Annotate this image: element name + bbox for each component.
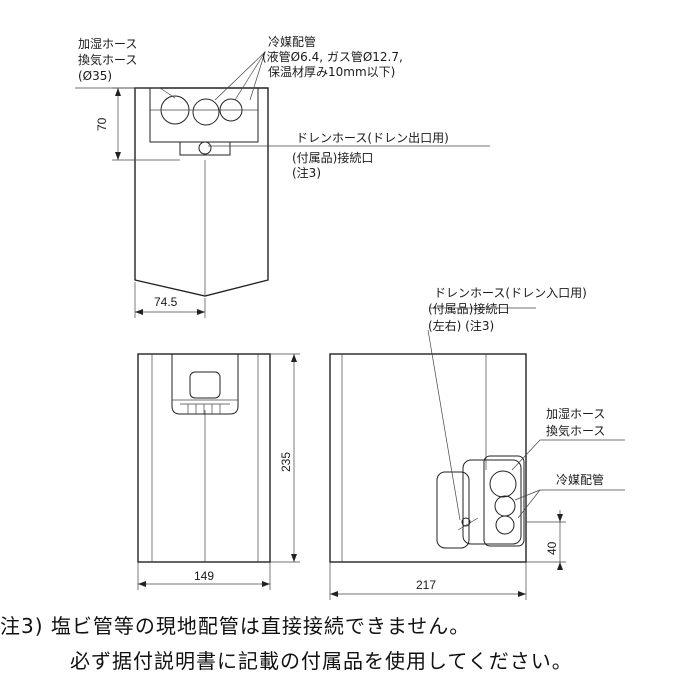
drain-in-label-1: ドレンホース(ドレン入口用) xyxy=(434,286,587,300)
side-refrigerant-port-1 xyxy=(494,495,516,517)
humid-hose-label-2: 換気ホース xyxy=(78,52,137,67)
dim-40: 40 xyxy=(545,541,559,555)
drain-in-label-3: (左右) (注3) xyxy=(428,318,494,333)
drain-out-port xyxy=(198,141,212,155)
side-view-outline xyxy=(329,353,527,563)
dim-70: 70 xyxy=(95,117,109,131)
dim-217: 217 xyxy=(416,578,436,592)
refrigerant-label-2: (液管Ø6.4, ガス管Ø12.7, xyxy=(262,49,403,64)
dim-149: 149 xyxy=(194,569,214,583)
note-3-line-2: 必ず据付説明書に記載の付属品を使用してください。 xyxy=(70,649,573,673)
side-view: ドレンホース(ドレン入口用) (付属品)接続口 (左右) (注3) 加湿ホース … xyxy=(329,286,625,600)
drain-out-label-2: (付属品)接続口 xyxy=(292,150,373,165)
side-refrigerant-label: 冷媒配管 xyxy=(556,472,604,487)
side-drain-port xyxy=(461,517,471,527)
top-view: 加湿ホース 換気ホース (Ø35) 冷媒配管 (液管Ø6.4, ガス管Ø12.7… xyxy=(75,34,490,318)
refrigerant-label-3: 保温材厚み10mm以下) xyxy=(268,65,395,79)
dim-74-5: 74.5 xyxy=(154,295,178,309)
drain-out-label-3: (注3) xyxy=(292,165,321,180)
side-refrigerant-port-2 xyxy=(495,515,515,535)
side-humid-label-1: 加湿ホース xyxy=(546,406,605,421)
side-humid-label-2: 換気ホース xyxy=(546,423,605,438)
note-3-line-1: 注3) 塩ビ管等の現地配管は直接接続できません。 xyxy=(0,614,471,638)
refrigerant-port-1 xyxy=(192,98,220,126)
refrigerant-label-1: 冷媒配管 xyxy=(268,34,316,49)
front-view: 235 149 xyxy=(137,353,300,590)
side-humid-port xyxy=(489,470,517,498)
front-view-outline xyxy=(137,353,271,563)
humid-hose-label-1: 加湿ホース xyxy=(78,36,137,51)
humid-hose-label-3: (Ø35) xyxy=(78,69,112,83)
dim-235: 235 xyxy=(279,452,293,472)
drain-in-label-2: (付属品)接続口 xyxy=(428,301,509,316)
top-view-outline xyxy=(134,87,269,297)
drain-out-label-1: ドレンホース(ドレン出口用) xyxy=(296,131,449,145)
